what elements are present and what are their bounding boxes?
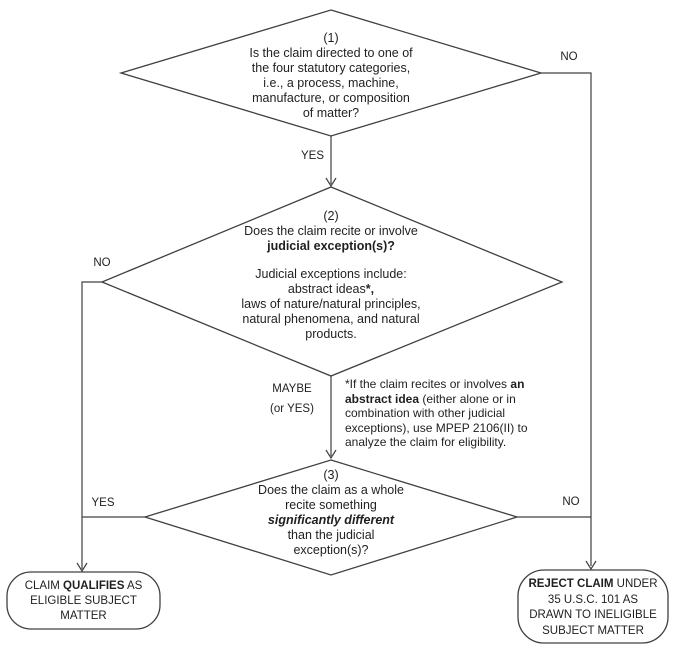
text-line: Does the claim recite or involve: [244, 224, 418, 238]
arrowhead-into-qualify: [76, 562, 88, 573]
edge-label-no-2: NO: [93, 257, 111, 269]
text-line: products.: [305, 327, 357, 341]
text-line: (2): [323, 209, 339, 223]
decision-3-diamond: [142, 459, 520, 576]
terminal-reject-shape: [517, 569, 669, 644]
text-line: CLAIM QUALIFIES AS: [13, 579, 154, 594]
text-line: abstract ideas*,: [186, 282, 476, 297]
text-segment: CLAIM: [24, 580, 64, 592]
text-line: the four statutory categories,: [251, 61, 411, 75]
text-line: of matter?: [302, 106, 360, 120]
text-line: Judicial exceptions include:: [255, 267, 407, 281]
text-segment: (either alone or in: [419, 391, 516, 406]
text-segment: *If the claim recites or involves: [345, 377, 511, 391]
edge-label-maybe: MAYBE (or YES): [260, 379, 324, 419]
decision-1-text: (1) Is the claim directed to one of the …: [196, 31, 466, 121]
decision-2-text: (2) Does the claim recite or involve jud…: [186, 209, 476, 342]
text-line: natural phenomena, and natural: [242, 312, 420, 326]
text-line: laws of nature/natural principles,: [241, 297, 421, 311]
text-line: recite something: [285, 498, 377, 512]
text-line: combination with other judicial: [345, 406, 506, 420]
terminal-qualify-shape: [6, 571, 161, 630]
text-segment: UNDER: [613, 578, 658, 590]
edge-label-no-3: NO: [562, 496, 580, 508]
text-segment: AS: [124, 580, 143, 592]
text-line: manufacture, or composition: [252, 91, 410, 105]
text-line: ELIGIBLE SUBJECT: [30, 595, 137, 607]
text-line: than the judicial: [287, 528, 375, 542]
text-line: i.e., a process, machine,: [263, 76, 399, 90]
text-line: SUBJECT MATTER: [542, 624, 644, 637]
arrowhead-into-reject: [585, 560, 597, 571]
decision-3-text: (3) Does the claim as a whole recite som…: [206, 468, 456, 558]
text-line: abstract idea (either alone or in: [345, 392, 547, 407]
text-line: significantly different: [267, 513, 395, 527]
text-line: (1): [323, 31, 339, 45]
decision-2-diamond: [100, 186, 564, 377]
text-line: *If the claim recites or involves an: [345, 377, 547, 392]
text-line: MAYBE: [272, 383, 312, 395]
text-segment-bold: an: [510, 377, 525, 391]
text-line: (or YES): [270, 403, 314, 415]
text-line: judicial exception(s)?: [267, 239, 395, 253]
text-line: analyze the claim for eligibility.: [345, 435, 507, 449]
text-line: exception(s)?: [293, 543, 369, 557]
abstract-idea-footnote: *If the claim recites or involves an abs…: [345, 377, 547, 450]
connector-no2: [81, 281, 102, 569]
edge-label-no-1: NO: [560, 51, 578, 63]
arrowhead-into-decision3: [325, 449, 337, 460]
text-segment-bold: *,: [365, 282, 375, 296]
text-line: (3): [323, 468, 339, 482]
connector-no1: [541, 72, 592, 566]
terminal-reject-text: REJECT CLAIM UNDER 35 U.S.C. 101 AS DRAW…: [521, 577, 665, 639]
text-line: 35 U.S.C. 101 AS: [547, 593, 639, 606]
text-segment-bold: abstract idea: [345, 391, 420, 406]
edge-label-yes-1: YES: [300, 150, 324, 162]
arrowhead-into-decision2: [325, 177, 337, 188]
text-line: Is the claim directed to one of: [249, 46, 413, 60]
text-segment-bold: REJECT CLAIM: [528, 578, 614, 590]
decision-1-diamond: [118, 9, 544, 137]
text-line: exceptions), use MPEP 2106(II) to: [345, 420, 528, 435]
text-segment: abstract ideas: [287, 282, 366, 296]
text-line: DRAWN TO INELIGIBLE: [529, 609, 657, 621]
text-line: Does the claim as a whole: [258, 483, 404, 497]
terminal-qualify-text: CLAIM QUALIFIES AS ELIGIBLE SUBJECT MATT…: [13, 579, 154, 624]
text-line: REJECT CLAIM UNDER: [521, 577, 665, 593]
edge-label-yes-3: YES: [91, 497, 115, 509]
text-segment-bold: QUALIFIES: [63, 580, 125, 592]
text-line: MATTER: [60, 610, 107, 622]
